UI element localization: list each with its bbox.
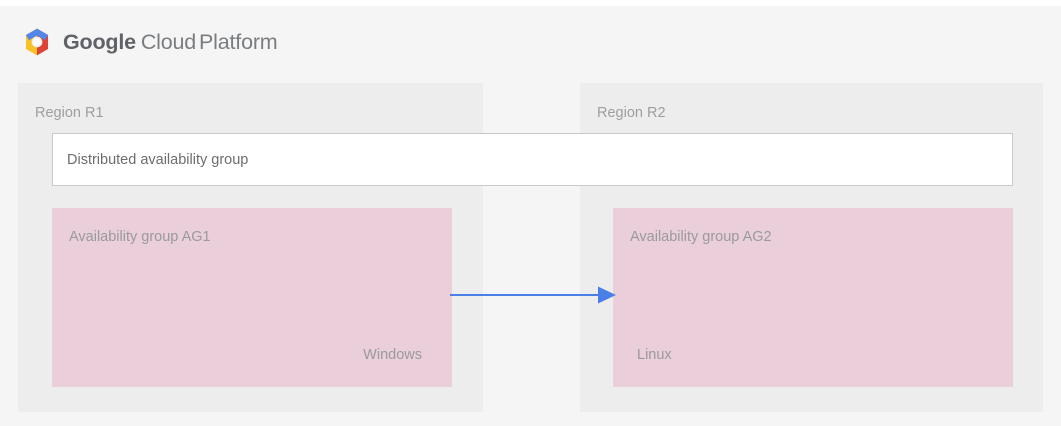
availability-group-label-ag2: Availability group AG2 bbox=[630, 229, 772, 245]
brand-word-google: Google bbox=[63, 29, 136, 54]
os-label-ag2: Linux bbox=[637, 347, 672, 363]
distributed-availability-group-label: Distributed availability group bbox=[67, 151, 249, 168]
availability-group-box-ag2: Availability group AG2 Linux bbox=[613, 208, 1013, 387]
brand-word-platform: Platform bbox=[199, 29, 278, 54]
region-label-r1: Region R1 bbox=[35, 105, 104, 121]
brand-word-cloud: Cloud bbox=[140, 29, 197, 54]
google-cloud-platform-logo-icon bbox=[22, 27, 52, 57]
region-label-r2: Region R2 bbox=[597, 105, 666, 121]
availability-group-box-ag1: Availability group AG1 Windows bbox=[52, 208, 452, 387]
availability-group-label-ag1: Availability group AG1 bbox=[69, 229, 211, 245]
distributed-availability-group-box: Distributed availability group bbox=[52, 133, 1013, 186]
os-label-ag1: Windows bbox=[363, 347, 422, 363]
